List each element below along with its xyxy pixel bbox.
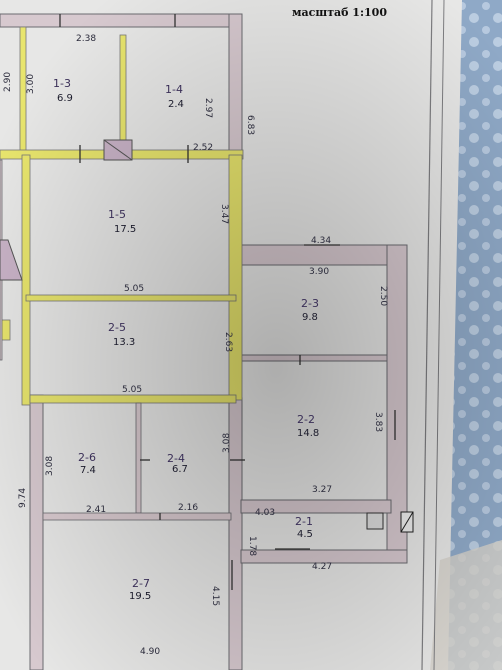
scale-label: масштаб 1:100 xyxy=(292,6,387,19)
